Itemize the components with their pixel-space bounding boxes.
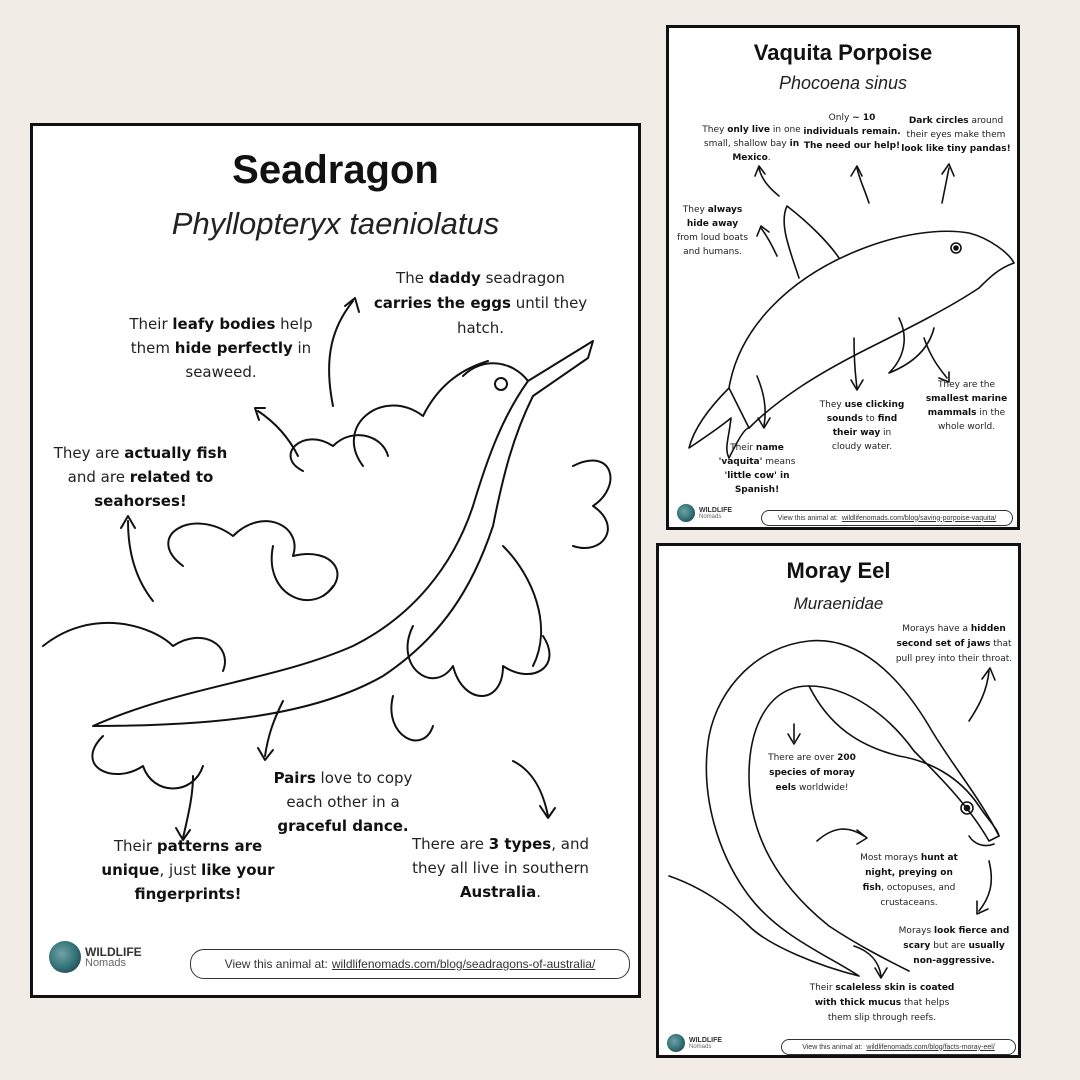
seadragon-fact-types: There are 3 types, and they all live in …: [412, 835, 589, 901]
link-url[interactable]: wildlifenomads.com/blog/saving-porpoise-…: [841, 514, 997, 522]
seadragon-fact-leafy: Their leafy bodies help them hide perfec…: [129, 315, 313, 381]
seadragon-logo: WILDLIFE Nomads: [49, 941, 142, 973]
link-url[interactable]: wildlifenomads.com/blog/seadragons-of-au…: [331, 957, 596, 971]
logo-line2: Nomads: [699, 513, 722, 520]
link-prefix: View this animal at:: [777, 514, 838, 522]
vaquita-fact-hide: They always hide away from loud boats an…: [676, 205, 749, 257]
seadragon-title: Seadragon: [232, 148, 439, 192]
moray-fact-jaws: Morays have a hidden second set of jaws …: [895, 624, 1013, 664]
seadragon-link[interactable]: View this animal at: wildlifenomads.com/…: [190, 949, 630, 979]
seadragon-fact-patterns: Their patterns are unique, just like you…: [101, 837, 275, 903]
link-prefix: View this animal at:: [802, 1043, 863, 1051]
logo-line1: WILDLIFE: [699, 506, 733, 514]
moray-fact-species: There are over 200 species of moray eels…: [768, 753, 856, 793]
vaquita-fact-ten: Only ~ 10 individuals remain. The need o…: [803, 113, 901, 151]
moray-title: Moray Eel: [786, 558, 891, 583]
logo-line1: WILDLIFE: [85, 944, 142, 959]
moray-sheet: Moray Eel Muraenidae Morays have a hidde…: [656, 543, 1021, 1058]
seadragon-sheet: Seadragon Phyllopteryx taeniolatus The d…: [30, 123, 641, 998]
logo-line2: Nomads: [85, 956, 126, 969]
moray-link[interactable]: View this animal at: wildlifenomads.com/…: [781, 1039, 1016, 1055]
moray-fact-hunt: Most morays hunt at night, preying on fi…: [860, 853, 958, 908]
moray-fact-fierce: Morays look fierce and scary but are usu…: [898, 926, 1010, 966]
wildlife-nomads-logo-icon: [667, 1034, 685, 1052]
seadragon-fact-pairs: Pairs love to copy each other in a grace…: [273, 769, 413, 835]
wildlife-nomads-logo-icon: [677, 504, 695, 522]
vaquita-fact-circles: Dark circles around their eyes make them…: [901, 116, 1011, 154]
vaquita-link[interactable]: View this animal at: wildlifenomads.com/…: [761, 510, 1013, 526]
vaquita-scientific-name: Phocoena sinus: [778, 73, 908, 93]
moray-logo: WILDLIFE Nomads: [667, 1034, 722, 1052]
vaquita-fact-mexico: They only live in one small, shallow bay…: [702, 125, 801, 163]
link-url[interactable]: wildlifenomads.com/blog/facts-moray-eel/: [866, 1043, 995, 1051]
seadragon-fact-fish: They are actually fish and are related t…: [53, 444, 228, 510]
vaquita-fact-clicking: They use clicking sounds to find their w…: [819, 400, 905, 452]
logo-line1: WILDLIFE: [689, 1036, 723, 1044]
vaquita-fact-name: Their name 'vaquita' means 'little cow' …: [718, 443, 796, 495]
vaquita-fact-smallest: They are the smallest marine mammals in …: [925, 380, 1008, 432]
link-prefix: View this animal at:: [224, 957, 328, 971]
logo-line2: Nomads: [689, 1043, 712, 1050]
wildlife-nomads-logo-icon: [49, 941, 81, 973]
vaquita-sheet: Vaquita Porpoise Phocoena sinus They onl…: [666, 25, 1020, 530]
moray-fact-skin: Their scaleless skin is coated with thic…: [809, 983, 955, 1023]
vaquita-logo: WILDLIFE Nomads: [677, 504, 732, 522]
seadragon-scientific-name: Phyllopteryx taeniolatus: [171, 206, 500, 241]
vaquita-title: Vaquita Porpoise: [753, 40, 933, 65]
seadragon-fact-daddy: The daddy seadragon carries the eggs unt…: [373, 269, 588, 337]
moray-scientific-name: Muraenidae: [793, 594, 884, 613]
